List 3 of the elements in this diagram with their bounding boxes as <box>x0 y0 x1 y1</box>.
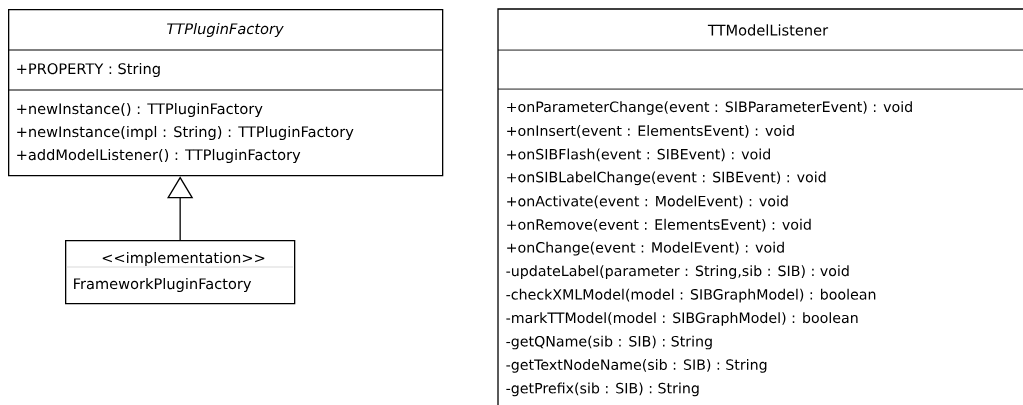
class-box: TTPluginFactory +PROPERTY : String +newInstance() : TTPluginFactory +newInstance(impl : String) : TTPluginFactory +addModelListener() : TTPluginFactory <box>7 9 444 177</box>
class-box: TTModelListener +onParameterChange(event : SIBParameterEvent) : void +onInsert(event : ElementsEvent) : void +onSIBFlash(event : SIBEvent) : void +onSIBLabelChange(event : SIBEvent) : void +onActivate(event : ModelEvent) : void +onRemove(event : ElementsEvent) : void +onChange(event : ModelEvent) : void -updateLabel(parameter : String,sib : SIB) : void -checkXMLModel(model : SIBGraphModel) : boolean -markTTModel(model : SIBGraphModel) : boolean -getQName(sib : SIB) : String -getTextNodeName(sib : SIB) : String -getPrefix(sib : SIB) : String <box>497 8 1023 405</box>
class-box: <<implementation>> FrameworkPluginFactory <box>65 240 296 305</box>
